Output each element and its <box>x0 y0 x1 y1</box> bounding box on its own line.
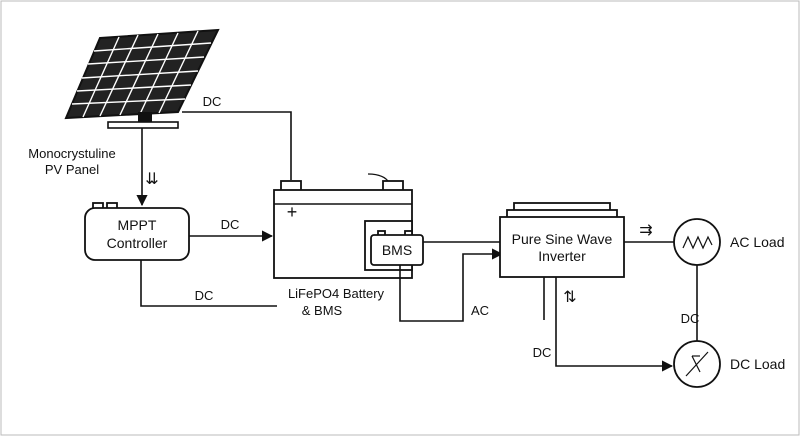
bms-label: BMS <box>382 242 412 258</box>
ac-wire-label: AC <box>471 303 489 318</box>
panel-dc-label: DC <box>203 94 222 109</box>
down-arrows-icon: ⇊ <box>145 171 158 188</box>
mppt-label-line2: Controller <box>107 235 168 251</box>
pv-panel-label-line2: PV Panel <box>45 162 99 177</box>
dc-load-label: DC Load <box>730 356 785 372</box>
return-dc-label: DC <box>195 288 214 303</box>
bms-unit: BMS <box>370 230 424 266</box>
right-arrows-icon: ⇉ <box>639 222 652 239</box>
pv-panel-label-line1: Monocrystuline <box>28 146 115 161</box>
dc-load-symbol <box>673 340 721 388</box>
mppt-dc-label: DC <box>221 217 240 232</box>
battery-return-wire <box>140 260 277 307</box>
inverter-ac-wire <box>399 248 504 322</box>
inverter-to-dc-load-wire <box>555 277 674 372</box>
battery-plus-symbol: + <box>287 202 298 222</box>
ac-load-symbol <box>673 218 721 266</box>
ac-load-label: AC Load <box>730 234 784 250</box>
solar-panel-icon <box>64 28 220 129</box>
mppt-label-line1: MPPT <box>118 217 157 233</box>
panel-to-battery-wire <box>182 111 292 180</box>
mppt-controller: MPPT Controller <box>84 202 190 261</box>
inverter-label-line1: Pure Sine Wave <box>512 231 613 247</box>
battery-label-line1: LiFePO4 Battery <box>288 286 385 301</box>
dc-load-wire-label: DC <box>533 345 552 360</box>
bidirectional-arrow-icon: ⇅ <box>563 289 576 306</box>
inverter-unit: Pure Sine Wave Inverter <box>499 202 625 278</box>
load-link-label: DC <box>681 311 700 326</box>
battery-label-line2: & BMS <box>302 303 343 318</box>
inverter-label-line2: Inverter <box>538 248 586 264</box>
